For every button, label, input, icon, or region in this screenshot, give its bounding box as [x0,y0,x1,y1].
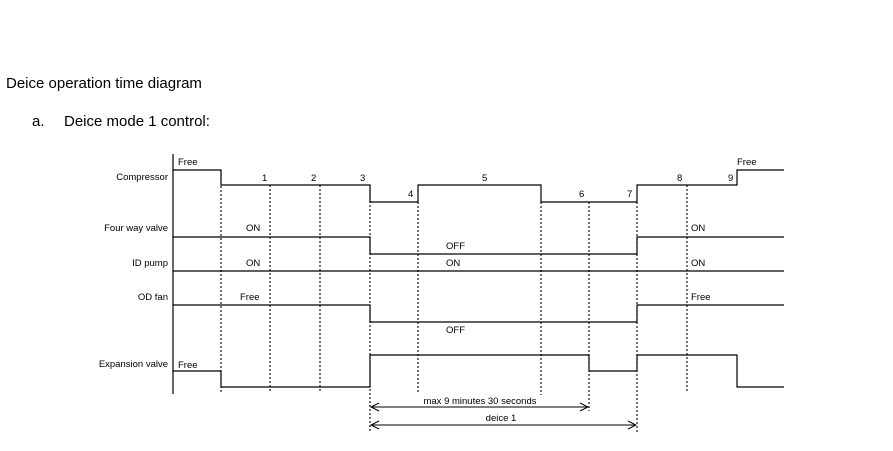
subheading: a. Deice mode 1 control: [32,113,210,130]
subheading-number: a. [32,113,45,130]
od-fan-free-2: Free [691,292,711,303]
four-way-on-1: ON [246,223,260,234]
timeline-number-3: 3 [360,173,365,184]
signal-label-expansion-valve: Expansion valve [99,359,168,370]
four-way-off: OFF [446,241,465,252]
timeline-markers [220,170,688,432]
timeline-number-1: 1 [262,173,267,184]
id-pump-on-3: ON [691,258,705,269]
timeline-number-5: 5 [482,173,487,184]
four-way-on-2: ON [691,223,705,234]
timeline-number-6: 6 [579,189,584,200]
timeline-number-4: 4 [408,189,413,200]
deice-label: deice 1 [486,413,517,424]
signal-label-id-pump: ID pump [132,258,168,269]
signal-label-four-way-valve: Four way valve [104,223,168,234]
timeline-number-2: 2 [311,173,316,184]
id-pump-on-1: ON [246,258,260,269]
od-fan-off: OFF [446,325,465,336]
expansion-free: Free [178,360,198,371]
compressor-free-end: Free [737,157,757,168]
signal-label-od-fan: OD fan [138,292,168,303]
timeline-number-7: 7 [627,189,632,200]
subheading-text: Deice mode 1 control: [64,113,210,130]
timeline-number-8: 8 [677,173,682,184]
signal-label-compressor: Compressor [116,172,168,183]
compressor-waveform [173,169,784,203]
od-fan-waveform [173,304,784,323]
od-fan-free-1: Free [240,292,260,303]
compressor-free-start: Free [178,157,198,168]
four-way-valve-waveform [173,236,784,255]
timeline-number-9: 9 [728,173,733,184]
expansion-valve-waveform [173,354,784,388]
max-time-label: max 9 minutes 30 seconds [423,396,536,407]
id-pump-on-2: ON [446,258,460,269]
diagram-heading: Deice operation time diagram [6,75,202,92]
